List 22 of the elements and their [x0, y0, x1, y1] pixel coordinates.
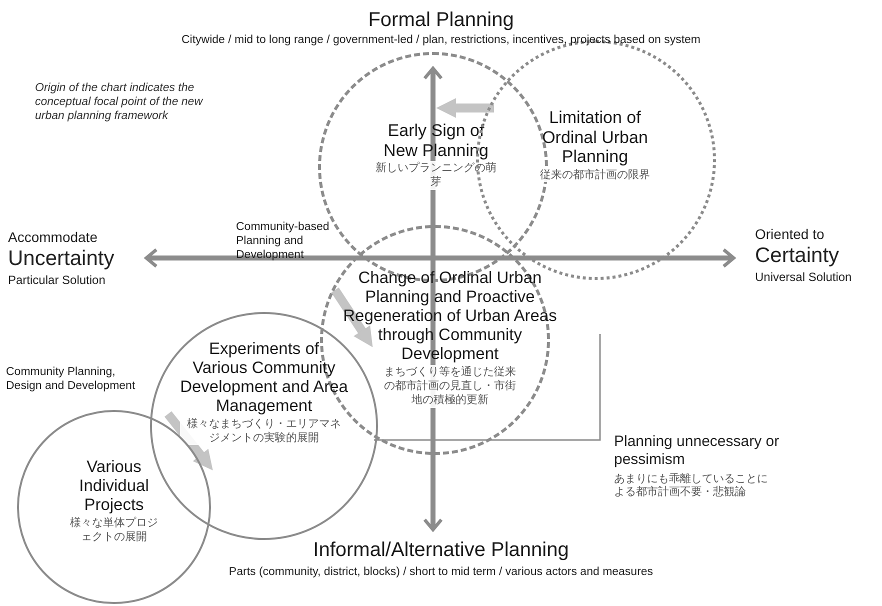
region-label-japanese: あまりにも乖離していることによる都市計画不要・悲観論: [614, 472, 769, 498]
axis-description: Citywide / mid to long range / government-led / plan, restrictions, incentives, projects based on system: [180, 34, 702, 48]
axis-end-label: Oriented to: [755, 226, 826, 243]
axis-title: Informal/Alternative Planning: [312, 538, 570, 562]
axis-description: Parts (community, district, blocks) / short to mid term / various actors and measures: [228, 566, 654, 580]
axis-end-title: Certainty: [755, 243, 840, 268]
region-label: Community-based Planning and Development: [236, 221, 330, 262]
circle-title: Limitation of Ordinal Urban Planning: [541, 108, 649, 167]
circle: [17, 410, 211, 604]
circle-title: Various Individual Projects: [78, 458, 150, 515]
block-arrow: [331, 288, 373, 348]
note-text: Origin of the chart indicates the conceptual focal point of the new urban planning framework: [35, 82, 204, 124]
region-label: Planning unnecessary or pessimism: [614, 433, 780, 469]
block-arrow: [164, 411, 213, 470]
axis-end-label: Accommodate: [8, 229, 98, 246]
axis-end-subtitle: Particular Solution: [8, 273, 106, 288]
region-label: Community Planning, Design and Development: [6, 366, 136, 394]
axis-title: Formal Planning: [367, 8, 515, 32]
axis-end-title: Uncertainty: [8, 246, 116, 272]
circle-subtitle: 従来の都市計画の限界: [538, 168, 652, 182]
axis-end-subtitle: Universal Solution: [755, 270, 853, 284]
block-arrow: [436, 98, 494, 118]
